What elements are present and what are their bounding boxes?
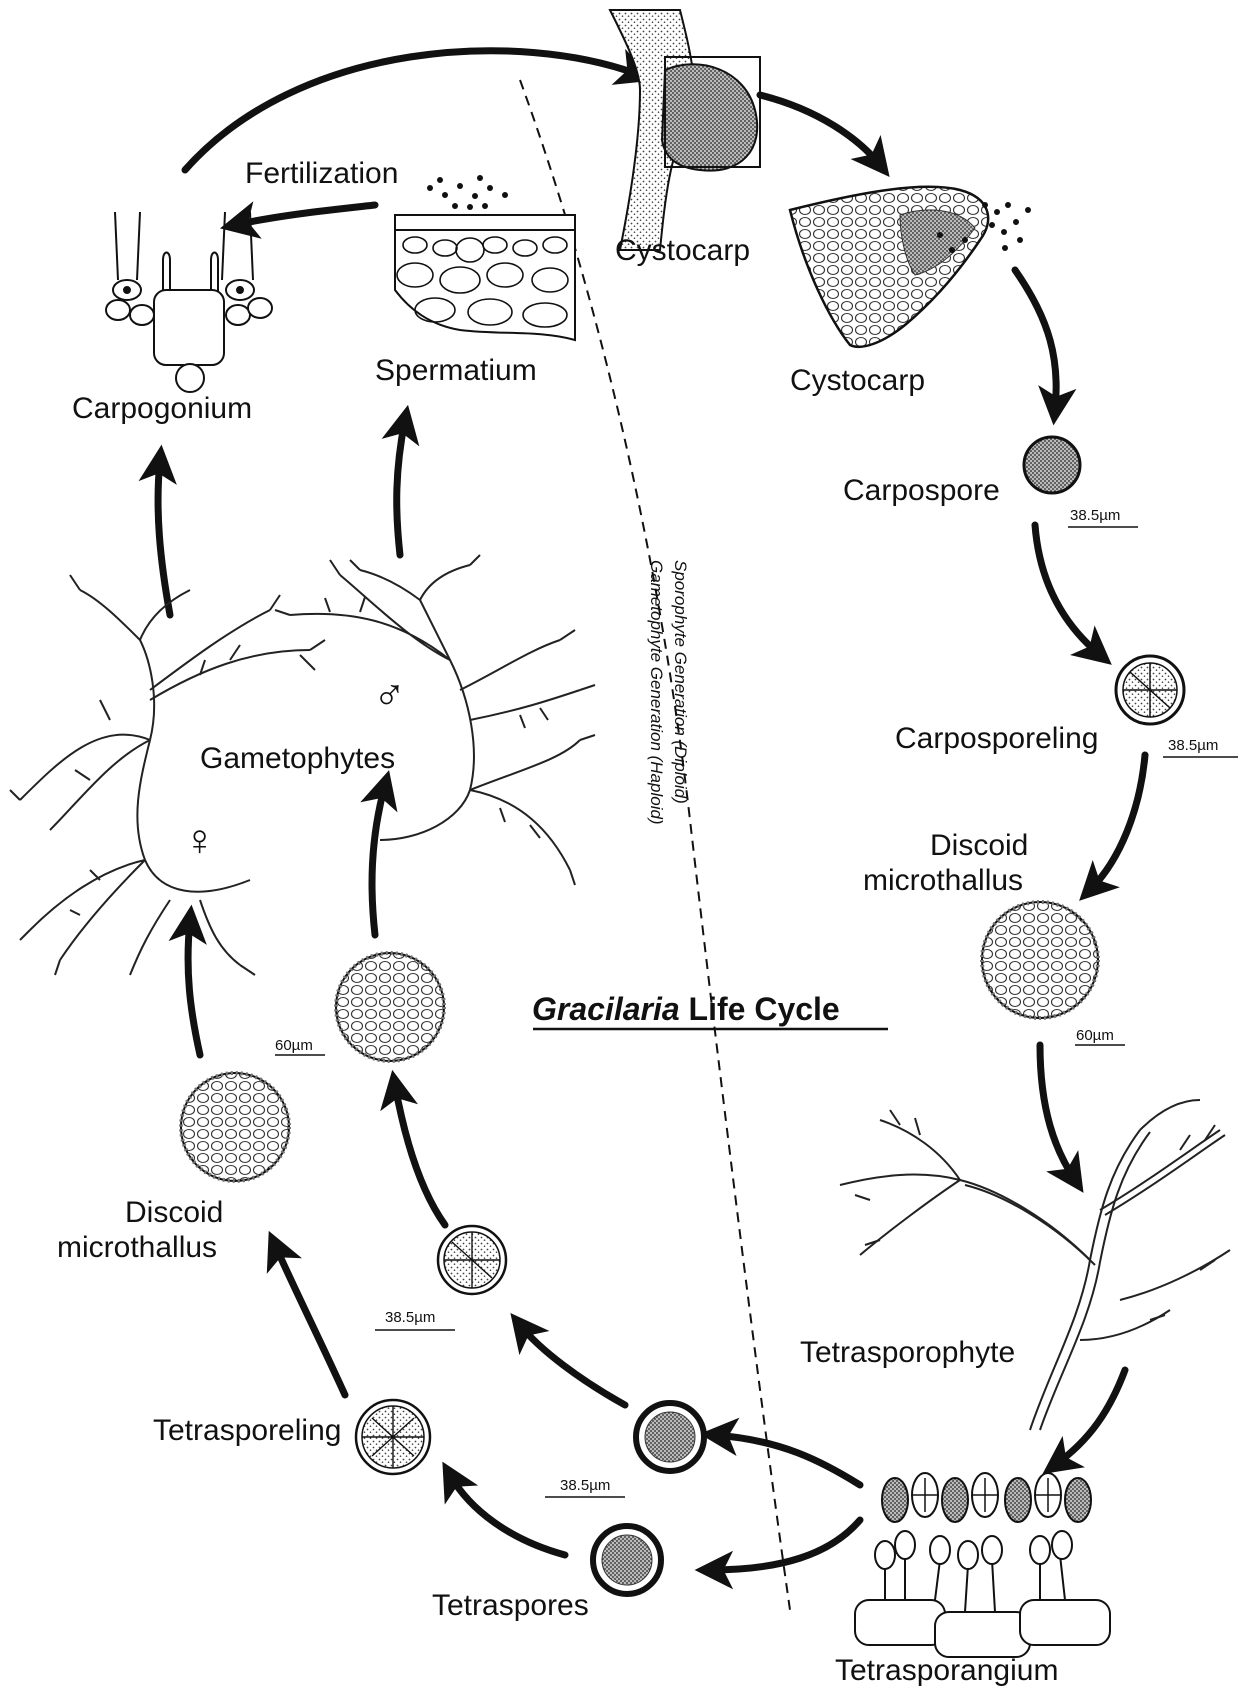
female-gametophyte-illustration: [10, 575, 325, 975]
cystocarp-top-label: Cystocarp: [615, 234, 750, 267]
cystocarp-section-illustration: [790, 187, 1031, 347]
gametophytes-label: Gametophytes: [200, 742, 395, 775]
tetrasporeling-label: Tetrasporeling: [153, 1414, 341, 1447]
discoid-left-cell: [181, 1073, 289, 1181]
discoid-right-cell: [982, 902, 1098, 1018]
carposporeling-cell: [1116, 656, 1184, 724]
gametophyte-generation-label: Gametophyte Generation (Haploid): [647, 560, 666, 825]
cystocarp-top-illustration: [610, 10, 760, 250]
discoid-right-scale-label: 60µm: [1076, 1027, 1114, 1044]
carpogonium-label: Carpogonium: [72, 392, 252, 425]
carposporeling-label: Carposporeling: [895, 722, 1098, 755]
male-gametophyte-illustration: [275, 555, 595, 885]
arrow-lower-tetraspore-to-tetrasporeling: [450, 1475, 565, 1555]
cystocarp-section-label: Cystocarp: [790, 364, 925, 397]
carposporeling-scale-label: 38.5µm: [1168, 737, 1218, 754]
tetraspore-upper-cell: [636, 1403, 704, 1471]
tetrasporophyte-illustration: [840, 1100, 1230, 1430]
svg-text:Gracilaria Life Cycle: Gracilaria Life Cycle: [532, 991, 840, 1027]
page-title: Gracilaria Life Cycle: [532, 991, 888, 1029]
released-spermatia: [427, 175, 508, 210]
arrow-carpospore-to-carposporeling: [1035, 525, 1100, 655]
arrow-carposporeling-to-discoid: [1090, 755, 1145, 890]
discoid-left-label-1: Discoid: [125, 1196, 223, 1229]
arrow-section-to-carpospore: [1015, 270, 1056, 410]
carpospore-cell: [1024, 437, 1080, 493]
arrow-upper-tetraspore-to-tetrasporeling: [520, 1325, 625, 1405]
discoid-right-label-2: microthallus: [863, 864, 1023, 897]
tetrasporangium-label: Tetrasporangium: [835, 1654, 1058, 1687]
arrow-discoid-mid-to-male: [372, 785, 385, 935]
tetraspore-lower-cell: [593, 1526, 661, 1594]
tetrasporeling-scale-label: 38.5µm: [385, 1309, 435, 1326]
arrow-spermatium-to-carpogonium: [235, 205, 375, 225]
carpospore-label: Carpospore: [843, 474, 1000, 507]
discoid-left-scale-label: 60µm: [275, 1037, 313, 1054]
tetrasporeling-large-cell: [356, 1400, 430, 1474]
arrow-tetrasporophyte-to-tetrasporangium: [1055, 1370, 1125, 1465]
arrow-discoid-left-to-female: [188, 920, 200, 1055]
arrow-cystocarp-to-section: [760, 95, 880, 165]
discoid-left-label-2: microthallus: [57, 1231, 217, 1264]
arrow-male-to-spermatium: [397, 420, 405, 555]
tetrasporeling-small-cell: [438, 1226, 506, 1294]
arrow-tetrasporangium-to-upper-tetraspore: [715, 1435, 860, 1485]
carpogonium-illustration: [106, 212, 272, 392]
spermatium-illustration: [395, 175, 575, 340]
discoid-middle-cell: [336, 953, 444, 1061]
male-symbol: ♂: [373, 669, 406, 718]
fertilization-label: Fertilization: [245, 157, 398, 190]
carpospore-scale-label: 38.5µm: [1070, 507, 1120, 524]
spermatium-label: Spermatium: [375, 354, 537, 387]
tetraspores-label: Tetraspores: [432, 1589, 589, 1622]
arrow-tetrasporeling-small-to-discoid: [395, 1085, 445, 1225]
arrow-tetrasporangium-to-lower-tetraspore: [710, 1520, 860, 1570]
title-rest: Life Cycle: [680, 991, 840, 1027]
sporophyte-generation-label: Sporophyte Generation (Diploid): [671, 560, 690, 804]
female-symbol: ♀: [183, 816, 216, 865]
tetrasporangium-illustration: [855, 1473, 1110, 1657]
arrow-carpogonium-to-cystocarp: [185, 51, 640, 170]
arrow-female-to-carpogonium: [158, 460, 170, 615]
tetraspores-scale-label: 38.5µm: [560, 1477, 610, 1494]
arrow-tetrasporeling-to-discoid-left: [275, 1245, 345, 1395]
arrow-discoid-to-tetrasporophyte: [1040, 1045, 1075, 1180]
discoid-right-label-1: Discoid: [930, 829, 1028, 862]
tetrasporophyte-label: Tetrasporophyte: [800, 1336, 1015, 1369]
generation-labels: Sporophyte Generation (Diploid) Gametoph…: [647, 560, 690, 825]
title-genus: Gracilaria: [532, 991, 680, 1027]
